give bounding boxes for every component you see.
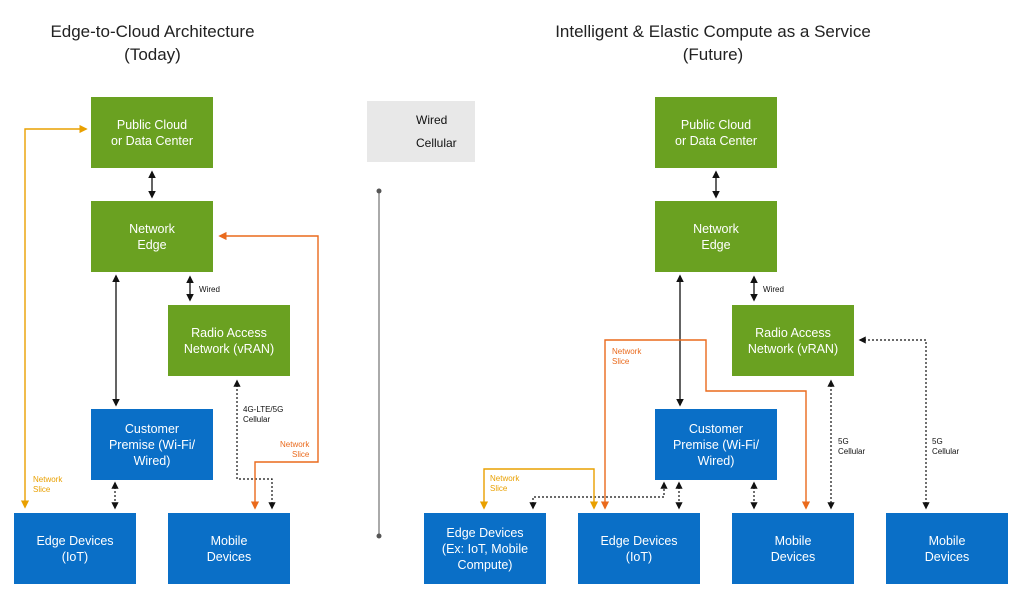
left-slice-orange (218, 231, 319, 510)
left-ran-line1: Radio Access (191, 325, 267, 340)
left-wired-label: Wired (199, 285, 220, 294)
left-premise-line1: Customer (124, 421, 180, 436)
legend-wired: Wired (416, 113, 447, 127)
right-mobile2-line1: Mobile (928, 533, 966, 548)
left-cellular-label-line2: Cellular (243, 415, 271, 424)
left-title: Edge-to-Cloud Architecture (Today) (20, 20, 285, 66)
left-yellow-slice-line2: Slice (33, 485, 51, 494)
right-mobile2-line2: Devices (924, 549, 970, 564)
right-5g-cellular-label-b: 5G Cellular (932, 437, 959, 457)
left-edge-line1: Network (129, 221, 175, 236)
right-cell-edgecompute-premise (529, 481, 668, 510)
left-orange-slice-label: Network Slice (280, 440, 309, 460)
right-5g-cellular-label-a: 5G Cellular (838, 437, 865, 457)
left-orange-slice-line2: Slice (292, 450, 310, 459)
right-5g-b-line2: Cellular (932, 447, 960, 456)
left-cellular-label: 4G-LTE/5G Cellular (243, 405, 283, 425)
right-slice-yellow (479, 468, 599, 510)
separator-top-dot (376, 188, 382, 194)
right-edge-line2: Edge (701, 237, 731, 252)
left-ran-line2: Network (vRAN) (183, 341, 275, 356)
legend-cellular-label: Cellular (416, 136, 457, 150)
right-5g-b-line1: 5G (932, 437, 943, 446)
left-cloud-line2: or Data Center (111, 133, 193, 148)
left-title-line1: Edge-to-Cloud Architecture (50, 22, 255, 41)
left-cellular-label-line1: 4G-LTE/5G (243, 405, 284, 414)
right-ran-line1: Radio Access (755, 325, 831, 340)
right-orange-slice-line1: Network (612, 347, 642, 356)
left-edge-devices-box: Edge Devices(IoT) (14, 513, 136, 584)
right-iot-line2: (IoT) (625, 549, 653, 564)
legend-wired-label: Wired (416, 113, 448, 127)
left-iot-line1: Edge Devices (36, 533, 114, 548)
right-5g-a-line2: Cellular (838, 447, 866, 456)
legend-cellular: Cellular (416, 136, 457, 150)
left-title-line2: (Today) (124, 45, 181, 64)
left-premise-line2: Premise (Wi-Fi/ (108, 437, 196, 452)
left-yellow-slice-label: Network Slice (33, 475, 62, 495)
right-cloud-line2: or Data Center (675, 133, 757, 148)
right-title: Intelligent & Elastic Compute as a Servi… (520, 20, 906, 66)
right-edgecompute-line2: (Ex: IoT, Mobile (441, 541, 529, 556)
legend: Wired Cellular (367, 101, 475, 162)
left-edge-line2: Edge (137, 237, 167, 252)
right-edgecompute-line1: Edge Devices (446, 525, 524, 540)
right-yellow-slice-label: Network Slice (490, 474, 519, 494)
left-mobile-line2: Devices (206, 549, 252, 564)
left-slice-yellow (20, 124, 88, 509)
right-iot-line1: Edge Devices (600, 533, 678, 548)
left-cloud-line1: Public Cloud (116, 117, 188, 132)
right-yellow-slice-line2: Slice (490, 484, 508, 493)
left-yellow-slice-line1: Network (33, 475, 63, 484)
left-premise-line3: Wired) (133, 453, 171, 468)
right-wired-label: Wired (763, 285, 784, 294)
right-premise-line3: Wired) (697, 453, 735, 468)
right-title-line1: Intelligent & Elastic Compute as a Servi… (555, 22, 871, 41)
right-title-line2: (Future) (682, 45, 744, 64)
right-mobile-line1: Mobile (774, 533, 812, 548)
right-premise-line2: Premise (Wi-Fi/ (672, 437, 760, 452)
right-orange-slice-label: Network Slice (612, 347, 641, 367)
right-cloud-line1: Public Cloud (680, 117, 752, 132)
right-yellow-slice-line1: Network (490, 474, 520, 483)
right-orange-slice-line2: Slice (612, 357, 630, 366)
right-edge-devices-box: Edge Devices(IoT) (578, 513, 700, 584)
right-cell-ran-mobile2 (858, 336, 930, 510)
right-slice-orange (600, 339, 811, 510)
separator-bottom-dot (376, 533, 382, 539)
right-5g-a-line1: 5G (838, 437, 849, 446)
right-premise-line1: Customer (688, 421, 744, 436)
right-edge-line1: Network (693, 221, 739, 236)
right-ran-line2: Network (vRAN) (747, 341, 839, 356)
left-orange-slice-line1: Network (280, 440, 310, 449)
left-mobile-line1: Mobile (210, 533, 248, 548)
right-mobile-line2: Devices (770, 549, 816, 564)
right-edgecompute-line3: Compute) (457, 557, 513, 572)
left-iot-line2: (IoT) (61, 549, 89, 564)
